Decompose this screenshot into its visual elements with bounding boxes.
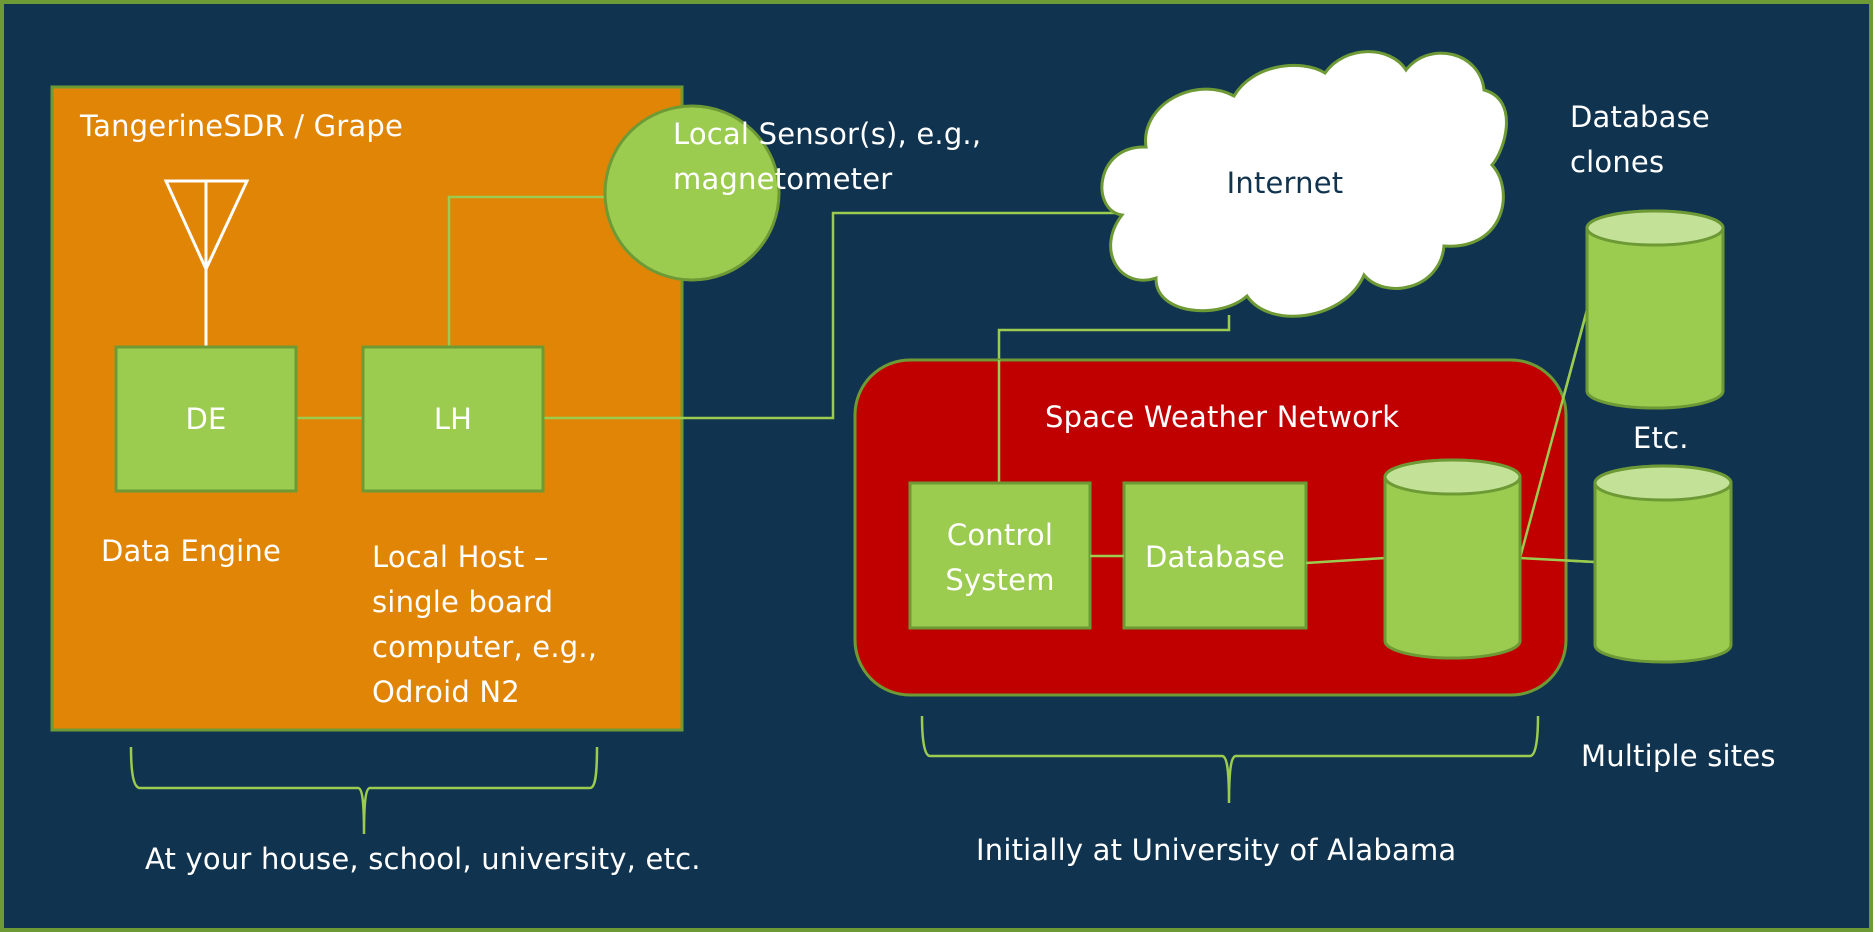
clone-cylinder (1585, 209, 1725, 410)
database-node (1122, 481, 1308, 630)
internet-label: Internet (1226, 166, 1344, 200)
lh-node-label: LH (433, 402, 473, 436)
network-title: Space Weather Network (1045, 400, 1400, 434)
connector-database-storage-top (1305, 556, 1386, 565)
station-brace-caption: At your house, school, university, etc. (145, 842, 701, 876)
antenna-icon (163, 179, 250, 346)
station-title: TangerineSDR / Grape (80, 109, 404, 143)
connector-lh-sensor (447, 195, 606, 346)
multiple-sites-label: Multiple sites (1581, 739, 1776, 773)
control-system-line: System (945, 563, 1055, 597)
network-brace-caption: Initially at University of Alabama (976, 833, 1457, 867)
clones-title: Database clones (1570, 95, 1710, 185)
sensor-node (603, 104, 781, 282)
database-label: Database (1145, 540, 1285, 574)
braces (129, 715, 1540, 835)
de-node-label: DE (185, 402, 227, 436)
sensor-caption: Local Sensor(s), e.g., magnetometer (673, 112, 981, 202)
cylinder-top (1593, 464, 1733, 502)
cloud-icon (1100, 50, 1508, 318)
control-system-node (908, 481, 1092, 630)
lh-caption: Local Host – single board computer, e.g.… (372, 535, 597, 715)
lh-caption-line: Local Host – (372, 540, 549, 574)
connector-storage-clone2-top (1519, 556, 1596, 564)
de-caption: Data Engine (101, 534, 282, 568)
cylinder-top (1585, 209, 1725, 247)
brace-network (920, 715, 1540, 804)
clones-title-line: clones (1570, 145, 1665, 179)
etc-label: Etc. (1633, 421, 1689, 455)
connector-lh-internet (543, 211, 1142, 420)
lh-node (361, 345, 545, 493)
connector-storage-clone1-top (1518, 309, 1589, 559)
lh-caption-line: computer, e.g., (372, 630, 598, 664)
clones-title-line: Database (1570, 100, 1710, 134)
cylinder-top (1383, 458, 1522, 496)
control-system-line: Control (946, 518, 1054, 552)
sensor-caption-line: magnetometer (673, 162, 893, 196)
lh-caption-line: Odroid N2 (372, 675, 520, 709)
control-system-label: Control System (910, 513, 1090, 603)
storage-cylinder (1383, 458, 1522, 660)
brace-station (129, 746, 599, 835)
lh-caption-line: single board (372, 585, 554, 619)
sensor-caption-line: Local Sensor(s), e.g., (673, 117, 982, 151)
clone-cylinder (1593, 464, 1733, 664)
de-node (114, 345, 298, 493)
